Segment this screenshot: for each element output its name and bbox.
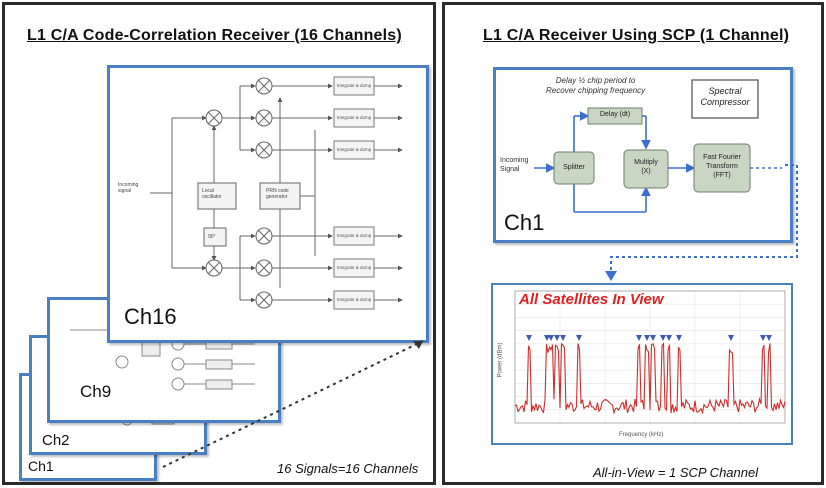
ch16-incoming-signal-label: Incoming signal	[118, 182, 139, 194]
splitter-block: Splitter	[563, 164, 585, 171]
spectral-compressor-label: Spectral Compressor	[700, 86, 750, 107]
ch16-mixer-cross	[257, 229, 271, 243]
scp-channel-card: Delay ½ chip period to Recover chipping …	[493, 67, 793, 243]
channel-label-ch16: Ch16	[124, 304, 177, 329]
ch16-mixer-cross	[257, 261, 271, 275]
right-panel-caption: All-in-View = 1 SCP Channel	[593, 465, 759, 480]
scp-channel-label: Ch1	[504, 210, 545, 235]
callout-dotted-line	[162, 340, 424, 468]
right-panel-title: L1 C/A Receiver Using SCP (1 Channel)	[483, 27, 790, 44]
delay-block: Delay (dt)	[599, 111, 631, 118]
scp-to-spectrum-connector	[605, 164, 798, 281]
spectrum-title: All Satellites In View	[519, 291, 664, 308]
spectrum-peak-marker	[554, 335, 560, 341]
ch16-mixer-cross	[257, 293, 271, 307]
spectrum-peak-marker	[548, 335, 554, 341]
spectrum-plot	[514, 290, 786, 424]
spectrum-peak-marker	[526, 335, 532, 341]
left-panel-caption: 16 Signals=16 Channels	[277, 461, 419, 476]
ch16-mixer-cross	[257, 143, 271, 157]
spectrum-peak-marker	[544, 335, 550, 341]
ch16-mixer-cross	[257, 111, 271, 125]
ch16-prn-code-label: PRN code generator	[266, 188, 289, 200]
scp-block-diagram	[534, 79, 782, 213]
spectrum-xlabel: Frequency (kHz)	[619, 432, 664, 438]
ch16-integrate-dump-label: Integrate & dump	[337, 83, 372, 88]
channel-label-ch2: Ch2	[42, 432, 70, 449]
spectrum-peak-marker	[666, 335, 672, 341]
spectrum-peak-marker	[676, 335, 682, 341]
scp-note: Delay ½ chip period to Recover chipping …	[546, 76, 646, 95]
ch16-integrate-dump-label: Integrate & dump	[337, 265, 372, 270]
spectrum-peak-marker	[766, 335, 772, 341]
spectrum-peak-marker	[728, 335, 734, 341]
spectrum-peak-marker	[660, 335, 666, 341]
spectrum-peak-marker	[576, 335, 582, 341]
spectrum-peak-marker	[644, 335, 650, 341]
ch16-mixer-cross	[257, 79, 271, 93]
spectrum-plot-frame: All Satellites In View Frequency (kHz) P…	[491, 283, 793, 445]
ch16-integrate-dump-label: Integrate & dump	[337, 297, 372, 302]
ch16-integrate-dump-label: Integrate & dump	[337, 115, 372, 120]
ch16-integrate-dump-label: Integrate & dump	[337, 233, 372, 238]
incoming-signal-label: Incoming Signal	[500, 157, 529, 173]
channel-label-ch9: Ch9	[80, 382, 112, 401]
spectrum-peak-marker	[560, 335, 566, 341]
ch16-integrate-dump-label: Integrate & dump	[337, 147, 372, 152]
left-panel: L1 C/A Code-Correlation Receiver (16 Cha…	[2, 2, 436, 485]
spectrum-peak-marker	[650, 335, 656, 341]
spectrum-ylabel: Power (dBm)	[497, 342, 504, 378]
spectrum-peak-marker	[636, 335, 642, 341]
multiply-block: Multiply (X)	[634, 159, 658, 175]
spectrum-peak-marker	[760, 335, 766, 341]
channel-label-ch1: Ch1	[28, 458, 54, 474]
ch16-local-oscillator-label: Local oscillator	[202, 188, 222, 200]
right-panel: L1 C/A Receiver Using SCP (1 Channel)	[442, 2, 824, 485]
ch16-phase-shift-label: 90°	[208, 234, 216, 240]
left-panel-title: L1 C/A Code-Correlation Receiver (16 Cha…	[27, 27, 402, 44]
fft-block: Fast Fourier Transform (FFT)	[703, 154, 741, 179]
